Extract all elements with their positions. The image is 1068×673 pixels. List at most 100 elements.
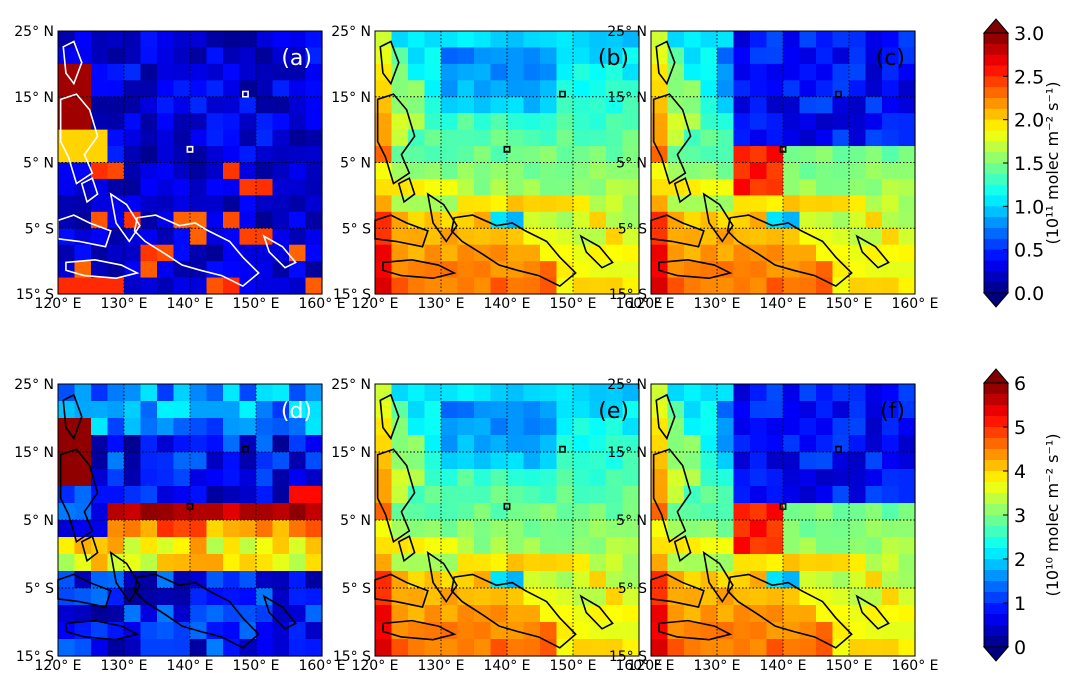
top-panel-1-cell (622, 211, 640, 229)
top-colorbar-tick: 1.5 (1014, 153, 1044, 175)
bottom-panel-2-cell (733, 418, 751, 436)
bottom-panel-1-lon-tick: 130° E (417, 658, 464, 673)
top-panel-0-cell (206, 178, 224, 196)
bottom-panel-2-cell (882, 452, 900, 470)
bottom-panel-1-cell (457, 418, 475, 436)
bottom-panel-0-coast-path (58, 574, 111, 607)
top-panel-0-coast-path (135, 215, 259, 286)
bottom-panel-2-cell (667, 605, 685, 623)
top-panel-1-cell (540, 211, 558, 229)
bottom-panel-1-cell (457, 639, 475, 657)
top-panel-1-cell (573, 31, 591, 49)
top-panel-2-cell (799, 63, 817, 81)
top-panel-2-cell (733, 162, 751, 180)
top-panel-0-cell (256, 47, 274, 65)
top-panel-0-cell (140, 129, 158, 147)
bottom-panel-1-cell (490, 537, 508, 555)
bottom-panel-0-cell (305, 401, 323, 419)
bottom-panel-1-cell (457, 622, 475, 640)
bottom-panel-2-cell (667, 384, 685, 402)
top-panel-0-cell (305, 146, 323, 164)
bottom-panel-1-cell (606, 554, 624, 572)
bottom-panel-2-cell (750, 571, 768, 589)
top-panel-0-cell (289, 31, 307, 49)
top-panel-0-cell (256, 211, 274, 229)
top-panel-1-cell (573, 47, 591, 65)
top-panel-1-cell (622, 96, 640, 114)
top-panel-0-label: (a) (281, 46, 312, 71)
bottom-panel-0-cell (107, 537, 125, 555)
top-panel-0-cell (305, 261, 323, 279)
top-panel-1-cell (606, 277, 624, 295)
bottom-panel-1-cell (606, 588, 624, 606)
top-panel-2-cell (882, 47, 900, 65)
top-panel-0-cell (206, 277, 224, 295)
bottom-panel-0-lat-tick: 5° S (25, 581, 54, 597)
bottom-panel-2-cell (849, 435, 867, 453)
top-panel-2-cell (832, 195, 850, 213)
bottom-panel-1-cell (589, 503, 607, 521)
bottom-panel-0-cell (91, 486, 109, 504)
top-panel-2-cell (799, 211, 817, 229)
top-panel-2-cell (651, 228, 669, 246)
bottom-panel-0-cell (173, 401, 191, 419)
bottom-panel-0-cell (239, 384, 257, 402)
top-panel-0-cell (74, 195, 92, 213)
top-panel-1-cell (424, 96, 442, 114)
bottom-panel-0-cell (289, 452, 307, 470)
top-panel-1-cell (556, 211, 574, 229)
bottom-panel-0-cell (157, 469, 175, 487)
top-panel-2-cell (700, 277, 718, 295)
top-panel-1-cell (573, 96, 591, 114)
top-panel-0-cell (305, 228, 323, 246)
top-panel-1-cell (606, 261, 624, 279)
top-panel-2-cell (651, 113, 669, 131)
bottom-panel-2-cell (750, 520, 768, 538)
bottom-panel-2-cell (717, 384, 735, 402)
bottom-panel-1-cell (408, 605, 426, 623)
bottom-panel-0-cell (140, 401, 158, 419)
bottom-panel-2-cell (750, 503, 768, 521)
bottom-panel-1-cell (556, 384, 574, 402)
bottom-panel-2-cell (733, 384, 751, 402)
top-panel-2-cell (651, 244, 669, 262)
bottom-panel-0-cell (173, 384, 191, 402)
bottom-panel-1-lat-tick: 5° N (340, 513, 371, 529)
top-panel-1-cell (457, 80, 475, 98)
bottom-panel-2-cell (750, 435, 768, 453)
bottom-panel-0-cell (239, 418, 257, 436)
bottom-panel-2-cell (733, 605, 751, 623)
top-panel-2-cell (750, 63, 768, 81)
top-panel-1-cell (622, 31, 640, 49)
bottom-panel-1-cell (490, 452, 508, 470)
top-panel-1-cell (474, 228, 492, 246)
bottom-panel-2-cell (717, 520, 735, 538)
bottom-panel-1-cell (556, 401, 574, 419)
bottom-panel-1-cell (556, 469, 574, 487)
bottom-panel-2-cell (799, 571, 817, 589)
bottom-panel-2-cell (700, 639, 718, 657)
bottom-panel-2-cell (898, 435, 916, 453)
bottom-panel-0-cell (305, 520, 323, 538)
bottom-panel-0-cell (239, 486, 257, 504)
bottom-panel-0-cell (157, 418, 175, 436)
top-panel-0-cell (272, 146, 290, 164)
top-panel-1-cell (507, 129, 525, 147)
top-panel-2-cell (783, 129, 801, 147)
bottom-panel-2-cell (898, 520, 916, 538)
bottom-panel-2-cell (898, 418, 916, 436)
bottom-panel-0-cell (206, 469, 224, 487)
bottom-panel-0-cell (272, 639, 290, 657)
top-panel-1-cell (457, 195, 475, 213)
top-panel-1-frame (374, 30, 640, 295)
bottom-panel-1-cell (408, 503, 426, 521)
top-panel-0-cell (190, 63, 208, 81)
top-panel-0-cell (157, 96, 175, 114)
top-panel-0-cell (206, 244, 224, 262)
top-panel-0-cell (173, 80, 191, 98)
bottom-panel-2-lon-tick: 140° E (759, 658, 806, 673)
top-panel-0-cell (206, 31, 224, 49)
bottom-panel-2-cell (882, 384, 900, 402)
top-panel-2-cell (849, 113, 867, 131)
top-panel-2-cell (766, 129, 784, 147)
